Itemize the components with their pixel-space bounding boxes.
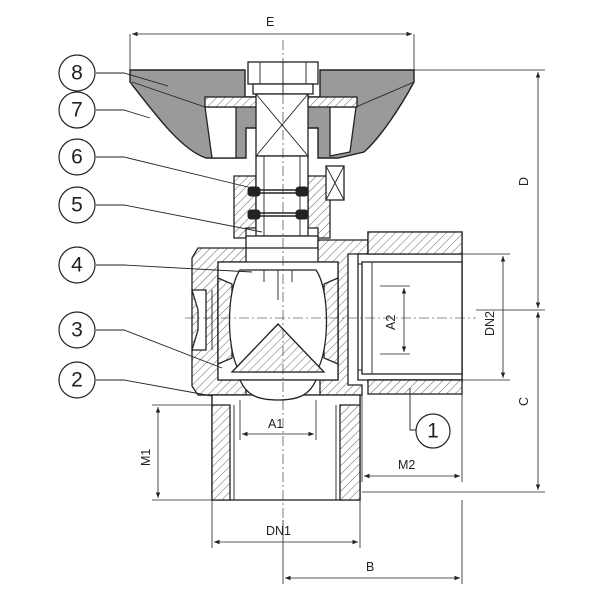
callout-1: 1 <box>415 413 451 449</box>
dim-A1-label: A1 <box>268 417 283 431</box>
callout-8: 8 <box>58 54 96 92</box>
o-ring-upper-right <box>295 186 309 197</box>
dim-M2-label: M2 <box>398 458 415 472</box>
dimension-lines: E D C DN2 A2 A1 M1 M2 <box>129 15 545 584</box>
callout-7-number: 7 <box>71 99 83 122</box>
bottom-wall-left <box>211 404 231 501</box>
right-wall-top <box>367 231 463 255</box>
callout-5: 5 <box>58 186 96 224</box>
handle-facet-right <box>355 81 415 108</box>
right-wall-bottom-lip <box>367 379 463 395</box>
seat-left <box>217 277 233 365</box>
dim-B-label: B <box>366 560 374 574</box>
callout-3-number: 3 <box>71 319 83 342</box>
bottom-seat <box>239 379 317 401</box>
seat-right <box>323 277 339 365</box>
callout-1-number: 1 <box>427 420 439 443</box>
axis-lines <box>185 40 476 520</box>
ball-port <box>230 323 326 373</box>
callout-2-number: 2 <box>71 369 83 392</box>
callout-2: 2 <box>58 361 96 399</box>
bottom-wall-right <box>339 404 361 501</box>
dim-A2-label: A2 <box>384 315 398 330</box>
dim-DN2-label: DN2 <box>483 311 497 336</box>
bottom-port <box>211 379 361 501</box>
callout-4: 4 <box>58 246 96 284</box>
dim-D-label: D <box>517 177 531 186</box>
dim-E-label: E <box>266 15 274 29</box>
callout-6-number: 6 <box>71 146 83 169</box>
dim-C-label: C <box>517 397 531 406</box>
valve-body <box>191 239 369 406</box>
callout-8-number: 8 <box>71 62 83 85</box>
callout-6: 6 <box>58 138 96 176</box>
right-port <box>357 231 463 395</box>
handle-facet-left <box>131 81 206 108</box>
stem-assembly <box>233 93 345 249</box>
callout-7: 7 <box>58 91 96 129</box>
dim-M1-label: M1 <box>139 449 153 466</box>
callout-4-number: 4 <box>71 254 83 277</box>
callout-3: 3 <box>58 311 96 349</box>
o-ring-lower-right <box>295 209 309 220</box>
stem-flange <box>245 235 319 249</box>
dim-DN1-label: DN1 <box>266 524 291 538</box>
o-ring-upper-left <box>247 186 261 197</box>
callout-5-number: 5 <box>71 194 83 217</box>
callout-leaders <box>96 72 418 431</box>
o-ring-lower-left <box>247 209 261 220</box>
